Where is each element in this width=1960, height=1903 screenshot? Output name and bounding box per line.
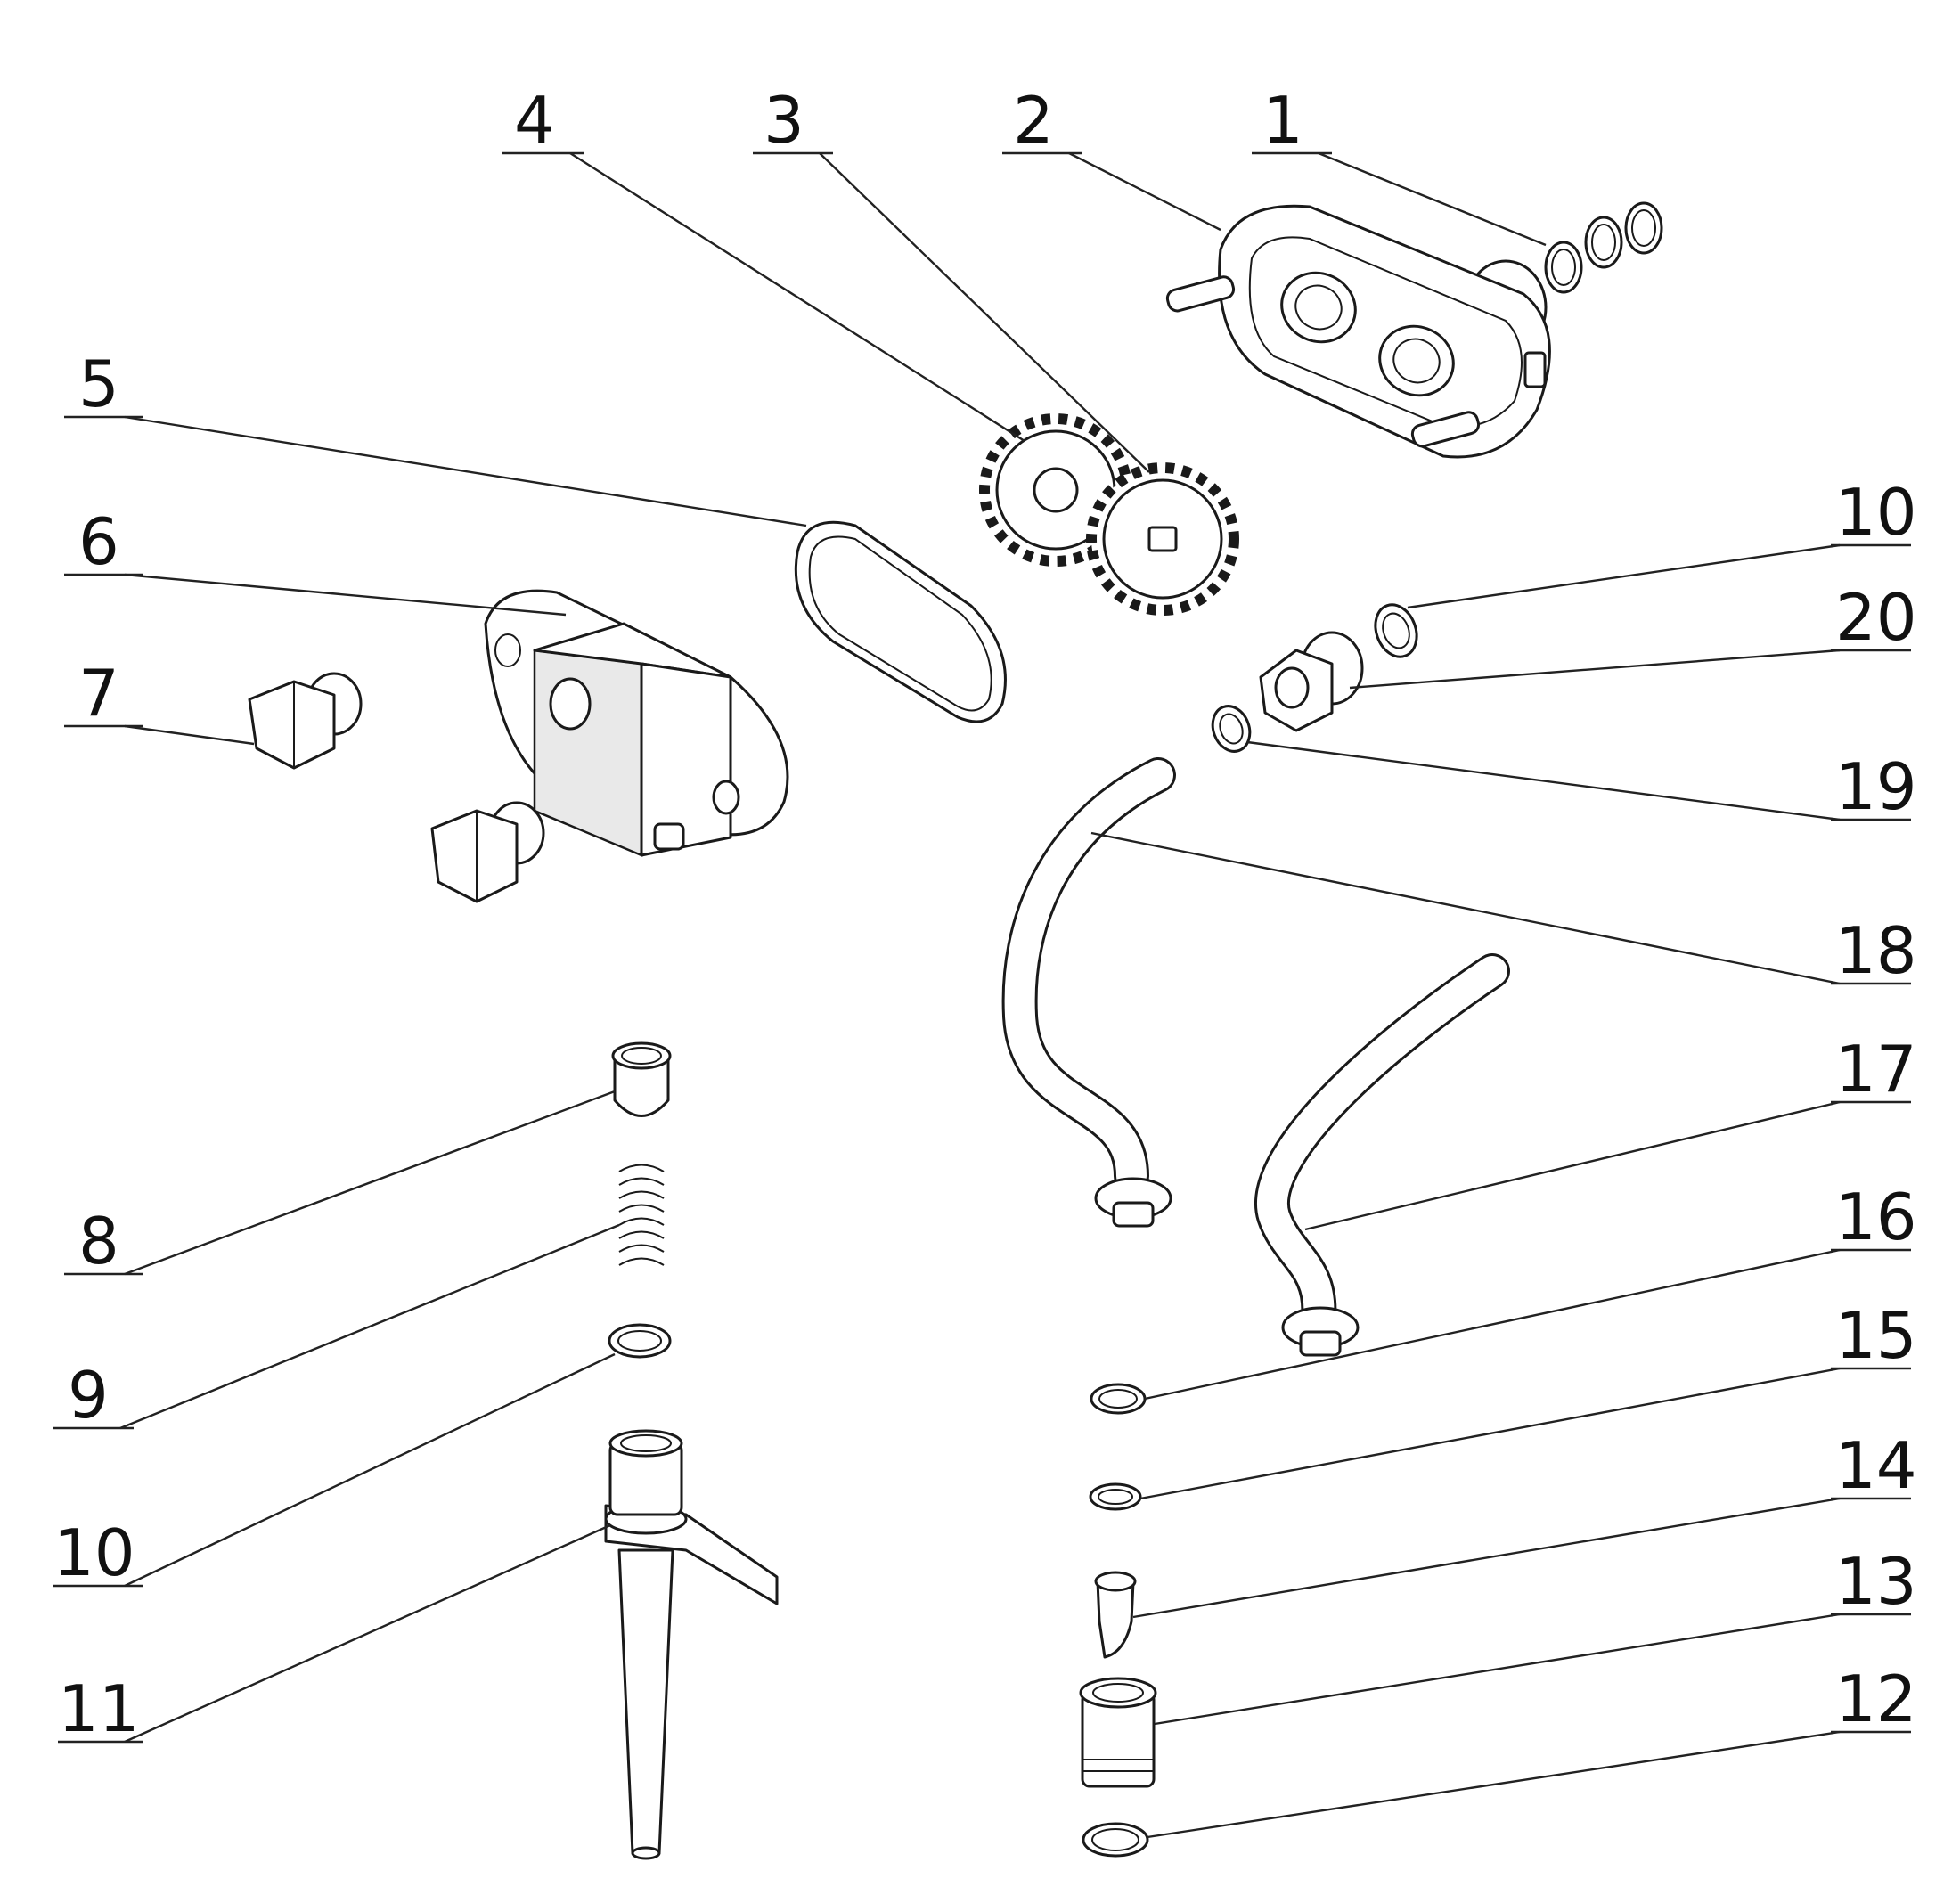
callout-7: 7	[78, 656, 119, 731]
callout-1: 1	[1262, 83, 1303, 158]
callout-2: 2	[1013, 83, 1054, 158]
callout-10-left: 10	[53, 1515, 135, 1590]
part-11-pickup-tube	[604, 1429, 779, 1860]
part-9-spring	[618, 1164, 665, 1274]
callout-17: 17	[1835, 1032, 1917, 1107]
callout-20: 20	[1835, 580, 1917, 655]
callout-16: 16	[1835, 1180, 1917, 1254]
callout-12: 12	[1835, 1662, 1917, 1736]
callout-8: 8	[78, 1204, 119, 1278]
callout-13: 13	[1835, 1544, 1917, 1619]
part-18-bent-tube	[1001, 757, 1176, 1228]
part-10-washer-right	[1374, 603, 1418, 658]
part-15-o-ring	[1089, 1482, 1142, 1511]
callout-9: 9	[68, 1358, 109, 1433]
part-3-gear	[1086, 462, 1239, 616]
callout-labels: 4 3 2 1 5 6 7 8 9 10 11 10 20 19 18 17 1…	[53, 83, 1917, 1746]
leader-lines	[53, 151, 1911, 1839]
part-8-valve-cap	[611, 1041, 672, 1117]
part-6-pump-cover	[484, 589, 789, 857]
callout-6: 6	[78, 504, 119, 579]
part-14-valve-insert	[1094, 1571, 1137, 1659]
callout-10-right: 10	[1835, 475, 1917, 550]
callout-11: 11	[58, 1671, 140, 1746]
part-10-washer-left	[608, 1323, 672, 1359]
part-20-fitting	[1259, 631, 1364, 732]
part-12-o-ring	[1082, 1822, 1149, 1858]
callout-3: 3	[764, 83, 804, 158]
callout-19: 19	[1835, 749, 1917, 824]
part-7-plugs	[248, 672, 545, 903]
part-2-pump-housing	[1165, 204, 1551, 459]
part-1-o-rings	[1544, 201, 1663, 294]
part-16-o-ring	[1090, 1383, 1147, 1415]
part-17-bent-tube	[1254, 953, 1510, 1357]
part-5-gasket	[794, 520, 1007, 723]
callout-4: 4	[514, 83, 555, 158]
callout-18: 18	[1835, 913, 1917, 988]
part-13-threaded-sleeve	[1079, 1677, 1157, 1788]
callout-5: 5	[78, 347, 119, 421]
part-19-washer	[1211, 705, 1252, 753]
callout-15: 15	[1835, 1298, 1917, 1373]
part-4-gear	[979, 413, 1132, 567]
callout-14: 14	[1835, 1428, 1917, 1503]
